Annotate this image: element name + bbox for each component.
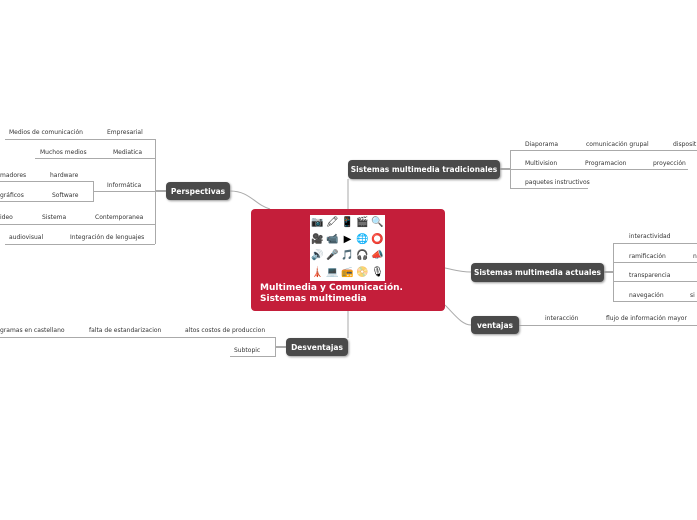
- node-navegacion[interactable]: navegación: [629, 292, 664, 299]
- node-transparencia[interactable]: transparencia: [629, 272, 671, 279]
- node-flujo-de-informacion[interactable]: flujo de información mayor: [606, 315, 687, 322]
- media-icon: 📱: [341, 217, 354, 228]
- media-icon: 🔊: [311, 250, 324, 261]
- central-title: Multimedia y Comunicación.Sistemas multi…: [260, 283, 403, 304]
- node-madores[interactable]: madores: [0, 172, 27, 179]
- media-icon: 🎵: [341, 250, 354, 261]
- node-sistema[interactable]: Sistema: [42, 214, 67, 221]
- media-icon: 🎬: [356, 217, 369, 228]
- media-icon: 🗼: [311, 266, 324, 278]
- node-diaporama[interactable]: Diaporama: [525, 141, 559, 148]
- topic-ventajas[interactable]: ventajas: [471, 316, 519, 334]
- node-multivision[interactable]: Multivision: [525, 160, 558, 167]
- multimedia-icons-image: 📷🖍📱🎬🔍 🎥📹 ▶ 🌐⭕ 🔊🎤🎵🎧📣 🗼💻📻📀🎙: [310, 215, 385, 281]
- media-icon: 📹: [326, 233, 339, 245]
- media-icon: ▶: [343, 233, 352, 245]
- node-muchos-medios[interactable]: Muchos medios: [40, 149, 87, 156]
- node-proyeccion[interactable]: proyección: [653, 160, 686, 167]
- node-si[interactable]: si: [690, 292, 695, 299]
- node-graficos[interactable]: gráficos: [0, 192, 24, 199]
- node-hardware[interactable]: hardware: [50, 172, 79, 179]
- node-subtopic[interactable]: Subtopic: [234, 347, 261, 354]
- node-informatica[interactable]: Informática: [107, 182, 142, 189]
- media-icon: 🎙: [371, 266, 384, 278]
- topic-sistemas-actuales[interactable]: Sistemas multimedia actuales: [471, 263, 604, 282]
- node-integracion-de-lenguajes[interactable]: Integración de lenguajes: [70, 234, 145, 241]
- media-icon: 💻: [326, 266, 339, 278]
- node-mediatica[interactable]: Mediatica: [113, 149, 143, 156]
- media-icon: 📣: [371, 250, 384, 261]
- topic-desventajas[interactable]: Desventajas: [286, 338, 348, 356]
- media-icon: 📷: [311, 217, 324, 228]
- node-falta-de-estandarizacion[interactable]: falta de estandarizacion: [89, 327, 162, 334]
- media-icon: 🌐: [356, 233, 369, 245]
- node-software[interactable]: Software: [52, 192, 79, 199]
- node-audiovisual[interactable]: audiovisual: [9, 234, 44, 241]
- node-programacion[interactable]: Programacion: [585, 160, 627, 167]
- central-topic[interactable]: 📷🖍📱🎬🔍 🎥📹 ▶ 🌐⭕ 🔊🎤🎵🎧📣 🗼💻📻📀🎙 Multimedia y Comuni…: [251, 209, 445, 311]
- node-interactividad[interactable]: interactividad: [629, 233, 671, 240]
- node-interaccion[interactable]: interacción: [545, 315, 579, 322]
- topic-sistemas-tradicionales[interactable]: Sistemas multimedia tradicionales: [348, 160, 500, 179]
- node-comunicacion-grupal[interactable]: comunicación grupal: [586, 141, 649, 148]
- node-paquetes-instructivos[interactable]: paquetes instructivos: [525, 179, 590, 186]
- media-icon: 🖍: [326, 217, 339, 228]
- node-altos-costos[interactable]: altos costos de produccion: [185, 327, 266, 334]
- media-icon: 🎥: [311, 233, 324, 245]
- node-n[interactable]: n: [693, 253, 697, 260]
- media-icon: 🔍: [371, 217, 384, 228]
- node-disposit[interactable]: disposit: [673, 141, 697, 148]
- node-medios-de-comunicacion[interactable]: Medios de comunicación: [9, 129, 83, 136]
- media-icon: 📀: [356, 266, 369, 278]
- node-programas-en-castellano[interactable]: gramas en castellano: [0, 327, 65, 334]
- media-icon: ⭕: [371, 233, 384, 245]
- media-icon: 🎤: [326, 250, 339, 261]
- node-ramificacion[interactable]: ramificación: [629, 253, 666, 260]
- media-icon: 📻: [341, 266, 354, 278]
- topic-perspectivas[interactable]: Perspectivas: [166, 182, 230, 200]
- node-contemporanea[interactable]: Contemporanea: [95, 214, 144, 221]
- node-ideo[interactable]: ideo: [0, 214, 13, 221]
- media-icon: 🎧: [356, 250, 369, 261]
- node-empresarial[interactable]: Empresarial: [107, 129, 143, 136]
